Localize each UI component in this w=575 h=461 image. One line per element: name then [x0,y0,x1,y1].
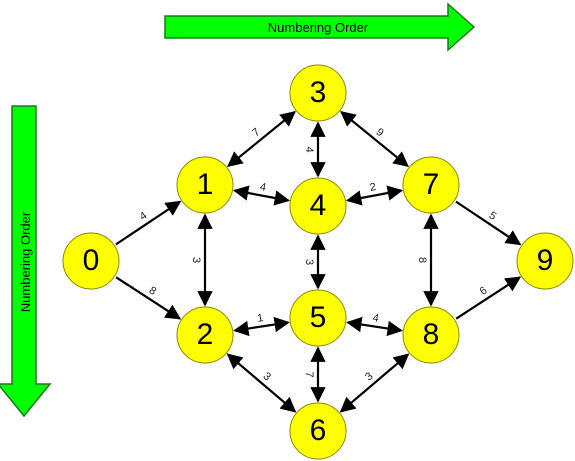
node-label-8: 8 [423,318,440,351]
vertical-arrow-shape [0,105,52,418]
edge-weight-2-6: 3 [261,370,273,383]
node-9: 9 [516,232,574,290]
node-1: 1 [176,156,234,214]
node-circle-1 [176,156,234,214]
node-label-7: 7 [423,168,440,201]
horizontal-arrow-label: Numbering Order [268,20,369,35]
nodes-layer: 0 1 2 3 4 5 6 7 8 9 [62,64,574,460]
edge-weight-4-7: 2 [369,181,377,194]
edge-weight-2-5: 1 [256,312,264,325]
node-circle-2 [176,306,234,364]
node-circle-3 [289,64,347,122]
node-5: 5 [289,289,347,347]
horizontal-arrow-shape [164,2,476,52]
node-label-9: 9 [537,244,554,277]
edge-weight-3-4: 4 [303,146,315,152]
node-2: 2 [176,306,234,364]
node-label-4: 4 [310,189,327,222]
node-label-0: 0 [83,244,100,277]
edge-weight-8-9: 6 [478,285,490,298]
node-circle-5 [289,289,347,347]
node-label-5: 5 [310,301,327,334]
edge-6-8 [339,353,410,413]
horizontal-numbering-arrow: Numbering Order [164,2,476,52]
vertical-arrow-label: Numbering Order [18,211,33,312]
edge-weight-0-1: 4 [138,210,150,223]
edge-weight-1-2: 3 [190,257,202,263]
edge-weight-1-4: 4 [259,181,267,194]
edge-weight-0-2: 8 [147,285,159,298]
edge-5-8 [346,316,403,337]
edge-weight-3-7: 9 [373,126,385,139]
node-label-6: 6 [310,414,327,447]
edge-8-9 [455,276,522,320]
edge-0-1 [115,200,182,246]
node-circle-0 [62,232,120,290]
edge-weight-7-9: 5 [487,210,499,223]
edge-2-5 [233,316,290,337]
node-8: 8 [402,306,460,364]
vertical-numbering-arrow: Numbering Order [0,105,52,418]
edge-4-7 [345,185,404,206]
node-3: 3 [289,64,347,122]
edge-weight-7-8: 8 [416,257,428,263]
node-circle-9 [516,232,574,290]
node-circle-6 [289,402,347,460]
edge-weight-4-5: 3 [303,259,315,265]
node-label-3: 3 [310,76,327,109]
edge-weight-5-6: 7 [303,371,315,377]
node-7: 7 [402,156,460,214]
edge-0-2 [115,276,182,320]
edge-1-4 [232,185,291,206]
edge-2-6 [226,353,297,413]
node-4: 4 [289,177,347,235]
node-circle-4 [289,177,347,235]
node-label-2: 2 [197,318,214,351]
node-circle-7 [402,156,460,214]
edge-3-7 [340,110,409,168]
edge-1-3 [227,110,296,168]
edge-weight-1-3: 7 [250,126,262,139]
node-6: 6 [289,402,347,460]
edge-7-9 [455,200,522,246]
edge-weight-6-8: 3 [363,370,375,383]
node-label-1: 1 [197,168,214,201]
edge-weight-5-8: 4 [372,312,380,325]
node-0: 0 [62,232,120,290]
node-circle-8 [402,306,460,364]
edges-layer [115,110,522,413]
